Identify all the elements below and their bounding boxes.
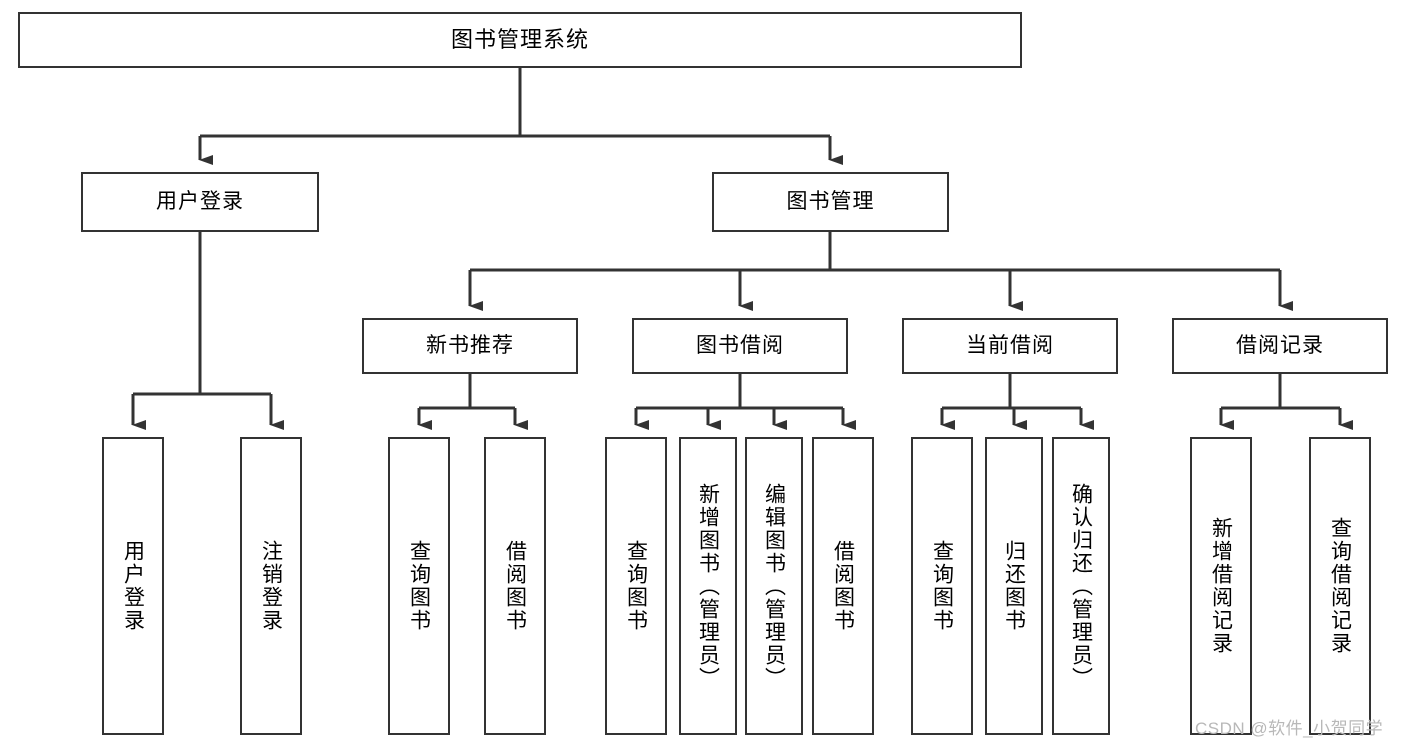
node-borrow-record-label: 借阅记录: [1236, 334, 1324, 358]
node-leaf-query-book-1[interactable]: 查询图书: [388, 437, 450, 735]
node-leaf-query-book-2-label: 查询图书: [624, 540, 648, 632]
node-user-login[interactable]: 用户登录: [81, 172, 319, 232]
node-new-book-rec[interactable]: 新书推荐: [362, 318, 578, 374]
node-borrow-record[interactable]: 借阅记录: [1172, 318, 1388, 374]
node-user-login-label: 用户登录: [156, 190, 244, 214]
node-leaf-borrow-book-2[interactable]: 借阅图书: [812, 437, 874, 735]
node-leaf-add-book-label: 新增图书（管理员）: [696, 482, 720, 690]
csdn-watermark: CSDN @软件_小贺同学: [1195, 719, 1384, 738]
node-current-borrow-label: 当前借阅: [966, 334, 1054, 358]
node-leaf-add-book[interactable]: 新增图书（管理员）: [679, 437, 737, 735]
node-book-borrow[interactable]: 图书借阅: [632, 318, 848, 374]
node-leaf-borrow-book-1[interactable]: 借阅图书: [484, 437, 546, 735]
node-leaf-query-book-1-label: 查询图书: [407, 540, 431, 632]
node-leaf-query-book-3[interactable]: 查询图书: [911, 437, 973, 735]
node-leaf-query-book-3-label: 查询图书: [930, 540, 954, 632]
node-leaf-query-record-label: 查询借阅记录: [1328, 517, 1352, 655]
node-leaf-user-login-label: 用户登录: [121, 540, 145, 632]
node-leaf-borrow-book-2-label: 借阅图书: [831, 540, 855, 632]
node-leaf-confirm-return[interactable]: 确认归还（管理员）: [1052, 437, 1110, 735]
node-book-manage-label: 图书管理: [786, 190, 875, 214]
node-book-manage[interactable]: 图书管理: [712, 172, 949, 232]
node-root[interactable]: 图书管理系统: [18, 12, 1022, 68]
node-book-borrow-label: 图书借阅: [696, 334, 784, 358]
node-leaf-logout-label: 注销登录: [259, 540, 283, 632]
node-leaf-user-login[interactable]: 用户登录: [102, 437, 164, 735]
node-leaf-edit-book[interactable]: 编辑图书（管理员）: [745, 437, 803, 735]
node-leaf-confirm-return-label: 确认归还（管理员）: [1069, 482, 1093, 690]
node-new-book-rec-label: 新书推荐: [426, 334, 514, 358]
node-leaf-query-book-2[interactable]: 查询图书: [605, 437, 667, 735]
node-leaf-borrow-book-1-label: 借阅图书: [503, 540, 527, 632]
node-leaf-query-record[interactable]: 查询借阅记录: [1309, 437, 1371, 735]
node-leaf-edit-book-label: 编辑图书（管理员）: [762, 482, 786, 690]
node-leaf-return-book-label: 归还图书: [1002, 540, 1026, 632]
node-leaf-return-book[interactable]: 归还图书: [985, 437, 1043, 735]
node-leaf-logout[interactable]: 注销登录: [240, 437, 302, 735]
node-leaf-add-record[interactable]: 新增借阅记录: [1190, 437, 1252, 735]
node-root-label: 图书管理系统: [450, 26, 589, 52]
node-current-borrow[interactable]: 当前借阅: [902, 318, 1118, 374]
node-leaf-add-record-label: 新增借阅记录: [1209, 517, 1233, 655]
